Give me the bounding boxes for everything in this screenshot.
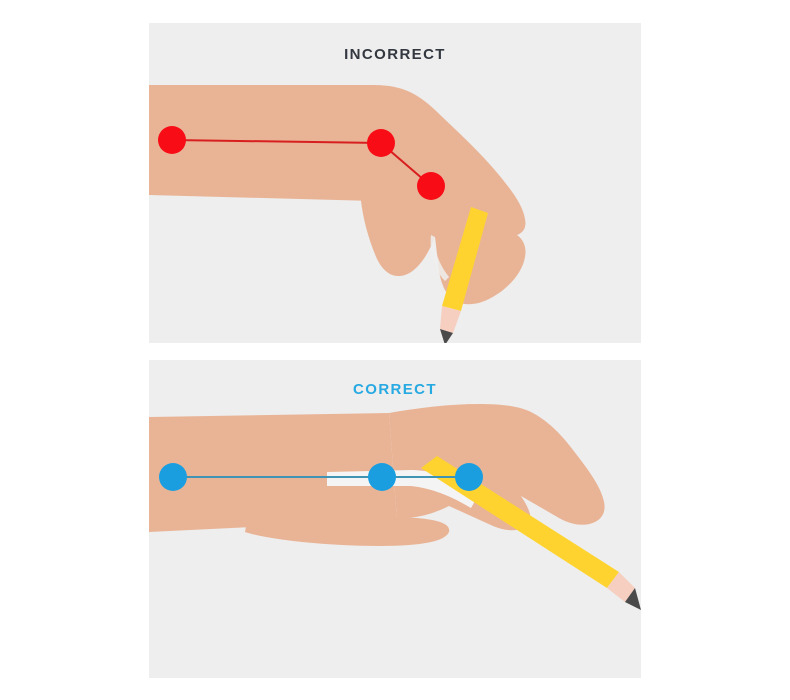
marker-wrist: [367, 129, 395, 157]
pencil-wood-cone: [607, 572, 635, 602]
marker-hand: [455, 463, 483, 491]
incorrect-illustration: [149, 85, 526, 343]
pencil-graphite-tip: [440, 329, 453, 343]
forearm-shape: [149, 85, 407, 201]
marker-hand: [417, 172, 445, 200]
pencil-graphite-tip: [625, 588, 641, 610]
pencil-wood-cone: [440, 306, 461, 333]
panel-title-correct: CORRECT: [353, 381, 437, 398]
hand-shape: [389, 404, 605, 531]
panel-incorrect: INCORRECT: [149, 23, 641, 343]
marker-forearm: [158, 126, 186, 154]
pencil-group-incorrect: [440, 207, 488, 343]
finger-groove: [430, 235, 449, 281]
forearm-shape: [149, 413, 397, 532]
panel-correct: CORRECT: [149, 360, 641, 678]
pencil-body: [442, 207, 488, 311]
panel-title-incorrect: INCORRECT: [344, 46, 446, 63]
correct-illustration: [149, 404, 641, 610]
marker-forearm: [159, 463, 187, 491]
palm-heel-shape: [245, 510, 450, 546]
marker-wrist: [368, 463, 396, 491]
